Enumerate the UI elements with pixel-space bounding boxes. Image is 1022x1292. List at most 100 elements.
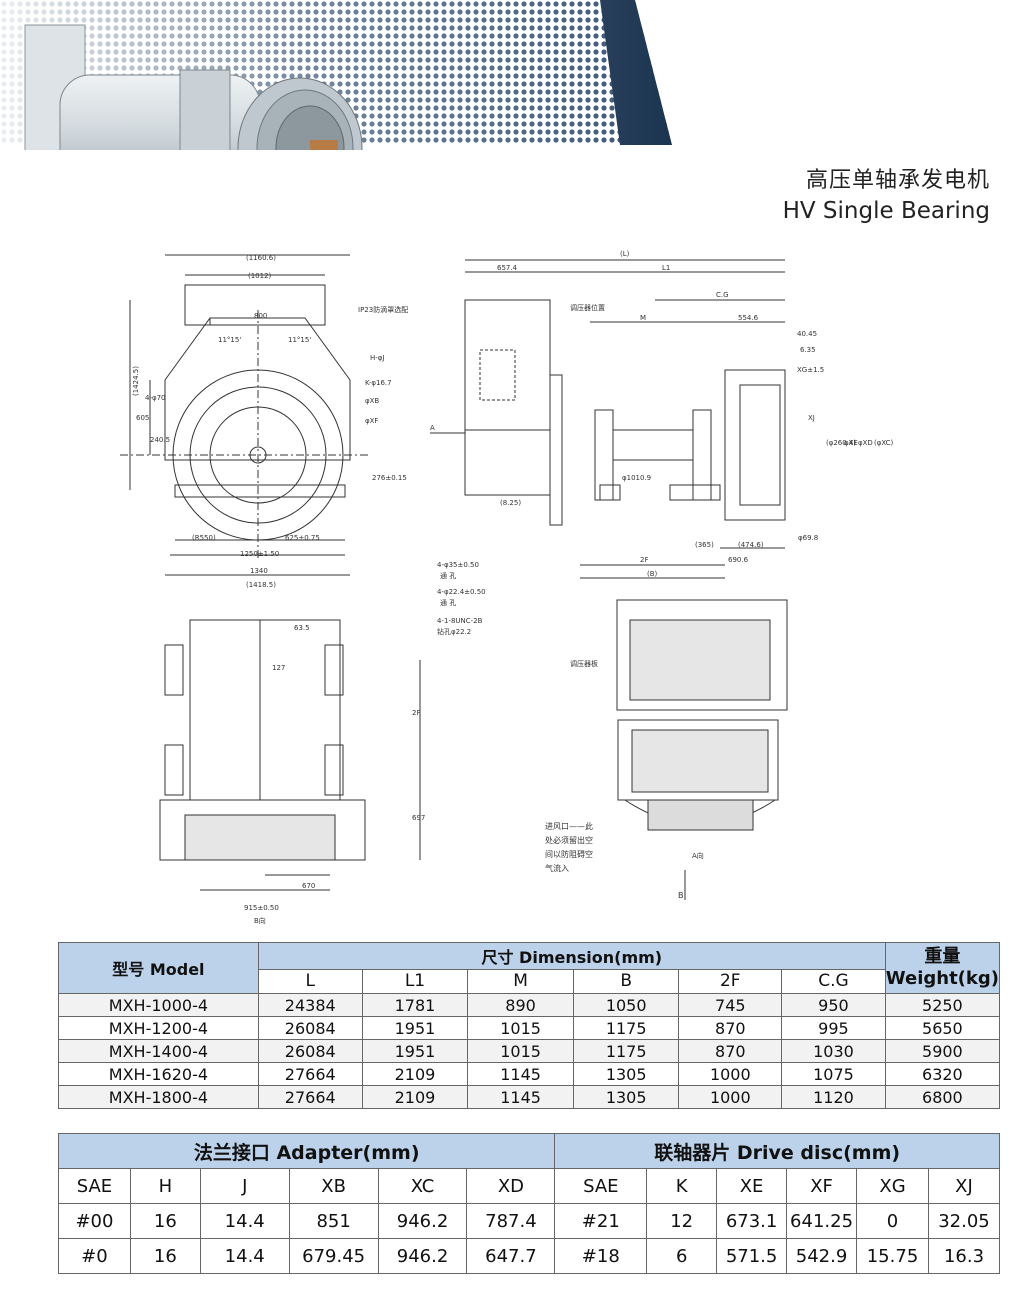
callout-air-inlet-4: 气流入 <box>545 863 569 873</box>
front-dim-1160: (1160.6) <box>246 254 276 262</box>
title-english: HV Single Bearing <box>782 198 990 224</box>
front-dim-605: 605 <box>136 414 149 422</box>
model-header: 型号 Model <box>58 942 259 994</box>
dimension-table: 型号 Model 尺寸 Dimension(mm) 重量 Weight(kg) … <box>58 942 1001 1109</box>
column-header: M <box>467 968 574 995</box>
bottom-dim-2f: 2F <box>412 709 420 717</box>
side-view-arrow-a: A <box>430 424 435 432</box>
front-dim-1250: 1250±1.50 <box>240 550 279 558</box>
cell: 1120 <box>781 1085 886 1109</box>
cell: 1050 <box>572 993 680 1017</box>
front-dim-1418: (1418.5) <box>246 581 276 589</box>
side-dim-1010: φ1010.9 <box>622 474 651 482</box>
cell: 0 <box>856 1203 929 1239</box>
callout-drill: 钻孔φ22.2 <box>437 627 471 636</box>
front-angle-right: 11°15' <box>288 336 311 344</box>
cell: MXH-1620-4 <box>58 1062 259 1086</box>
cell: 24384 <box>257 993 363 1017</box>
cell: 12 <box>646 1203 718 1239</box>
weight-header: 重量 Weight(kg) <box>884 942 1001 994</box>
cell: 5650 <box>884 1016 1001 1040</box>
column-header: J <box>199 1168 290 1204</box>
front-dim-1340: 1340 <box>250 567 268 575</box>
side-dim-8: (8.25) <box>500 499 521 507</box>
callout-4phi35: 4-φ35±0.50 <box>437 561 479 569</box>
cell: 950 <box>781 993 886 1017</box>
column-header: SAE <box>554 1168 648 1204</box>
bottom-view: 63.5 127 2F 697 670 915±0.50 4-φ35±0.50 … <box>159 561 486 925</box>
column-header: XE <box>716 1168 788 1204</box>
side-dim-xj: XJ <box>808 414 815 422</box>
cell: 1951 <box>361 1039 469 1063</box>
callout-phi-xf: φXF <box>365 417 378 425</box>
cell: 32.05 <box>927 1203 1001 1239</box>
cell: 6800 <box>884 1085 1001 1109</box>
cell: 1015 <box>467 1016 574 1040</box>
drive-disc-header: 联轴器片 Drive disc(mm) <box>554 1133 1000 1169</box>
adapter-header: 法兰接口 Adapter(mm) <box>57 1133 556 1169</box>
cell: 2109 <box>361 1085 469 1109</box>
cell: 1305 <box>572 1062 680 1086</box>
cell: 1145 <box>467 1085 574 1109</box>
cell: MXH-1000-4 <box>58 993 259 1017</box>
callout-k-phi: K-φ16.7 <box>365 379 392 387</box>
callout-air-inlet-1: 进风口——此 <box>545 821 593 831</box>
side-dim-phi69: φ69.8 <box>798 534 818 542</box>
cell: #21 <box>554 1203 648 1239</box>
cell: 679.45 <box>288 1238 379 1274</box>
side-dim-l1: L1 <box>662 264 670 272</box>
side-dim-b: (B) <box>647 570 658 578</box>
cell: 890 <box>467 993 574 1017</box>
cell: 6 <box>646 1238 718 1274</box>
side-dim-xc: (φXC) <box>874 439 894 447</box>
side-dim-40: 40.45 <box>797 330 817 338</box>
cell: 1175 <box>572 1039 680 1063</box>
cell: 1015 <box>467 1039 574 1063</box>
bottom-view-label: B向 <box>254 916 266 925</box>
column-header: XF <box>786 1168 858 1204</box>
cell: 16.3 <box>927 1238 1001 1274</box>
column-header: XB <box>288 1168 379 1204</box>
cell: 14.4 <box>199 1238 290 1274</box>
front-dim-4phi70: 4-φ70 <box>145 394 166 402</box>
callout-regulator-board: 调压器板 <box>570 659 598 668</box>
side-view: (L) 657.4 L1 C.G M 554.6 40.45 6.35 XG±1… <box>430 250 894 579</box>
callout-4phi22: 4-φ22.4±0.50 <box>437 588 486 596</box>
cell: 6320 <box>884 1062 1001 1086</box>
adapter-table: 法兰接口 Adapter(mm) 联轴器片 Drive disc(mm) SAE… <box>57 1133 1001 1274</box>
cell: 1000 <box>678 1062 783 1086</box>
bottom-dim-670: 670 <box>302 882 315 890</box>
cell: 995 <box>781 1016 886 1040</box>
callout-regulator-position: 调压器位置 <box>570 303 605 312</box>
cell: MXH-1200-4 <box>58 1016 259 1040</box>
cell: 2109 <box>361 1062 469 1086</box>
cell: 571.5 <box>716 1238 788 1274</box>
cell: 1075 <box>781 1062 886 1086</box>
callout-air-inlet-3: 间以防阻碍空 <box>545 849 593 859</box>
bottom-dim-697: 697 <box>412 814 425 822</box>
column-header: XC <box>377 1168 468 1204</box>
side-dim-l: (L) <box>620 250 630 258</box>
column-header: SAE <box>58 1168 131 1204</box>
callout-through-hole-1: 通 孔 <box>440 571 456 580</box>
front-angle-left: 11°15' <box>218 336 241 344</box>
cell: 745 <box>678 993 783 1017</box>
header-banner <box>0 0 672 150</box>
column-header: L1 <box>361 968 469 995</box>
cell: 1781 <box>361 993 469 1017</box>
callout-h-phi-j: H-φJ <box>370 354 384 362</box>
cell: 870 <box>678 1016 783 1040</box>
side-dim-657: 657.4 <box>497 264 518 272</box>
side-dim-xg: XG±1.5 <box>797 366 824 374</box>
side-dim-690: 690.6 <box>728 556 749 564</box>
end-view: 调压器板 进风口——此 处必须留出空 间以防阻碍空 气流入 A向 B <box>545 599 788 900</box>
side-dim-xe: φXE <box>844 439 858 447</box>
cell: 15.75 <box>856 1238 929 1274</box>
cell: MXH-1800-4 <box>58 1085 259 1109</box>
